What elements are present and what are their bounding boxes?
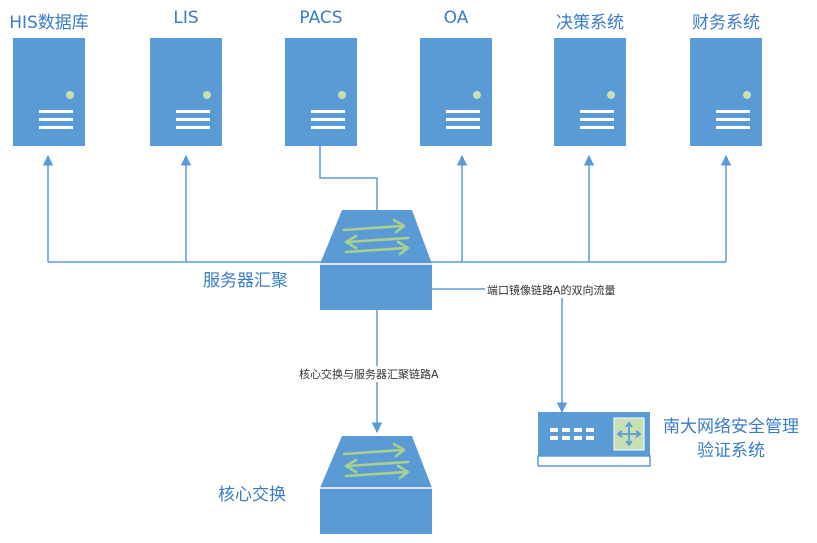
server-label: OA [443, 8, 469, 28]
server-icon [285, 38, 357, 146]
server-icon [150, 38, 222, 146]
server-label: PACS [299, 8, 343, 28]
core-switch-label: 核心交换 [218, 485, 286, 505]
server-label: 财务系统 [692, 13, 760, 33]
server-0 [13, 38, 85, 146]
appliance-label-line2: 验证系统 [697, 441, 765, 461]
security-appliance [537, 412, 651, 467]
security-appliance-icon [537, 412, 651, 467]
agg-switch [320, 210, 432, 310]
server-label: 决策系统 [556, 13, 624, 33]
appliance-label-line1: 南大网络安全管理 [663, 417, 799, 437]
appliance-label: 南大网络安全管理 验证系统 [646, 415, 816, 463]
core-agg-link-label: 核心交换与服务器汇聚链路A [297, 366, 441, 382]
server-3 [420, 38, 492, 146]
server-icon [13, 38, 85, 146]
server-icon [554, 38, 626, 146]
switch-icon [320, 210, 432, 310]
server-2 [285, 38, 357, 146]
server-label: LIS [173, 8, 199, 28]
server-label: HIS数据库 [9, 13, 89, 33]
core-switch [320, 436, 432, 534]
server-icon [420, 38, 492, 146]
server-1 [150, 38, 222, 146]
link-mirror [432, 288, 568, 414]
server-4 [554, 38, 626, 146]
agg-switch-label: 服务器汇聚 [203, 271, 288, 291]
servers-group [13, 38, 762, 146]
server-icon [690, 38, 762, 146]
server-5 [690, 38, 762, 146]
mirror-link-label: 端口镜像链路A的双向流量 [485, 282, 618, 298]
switch-icon [320, 436, 432, 534]
